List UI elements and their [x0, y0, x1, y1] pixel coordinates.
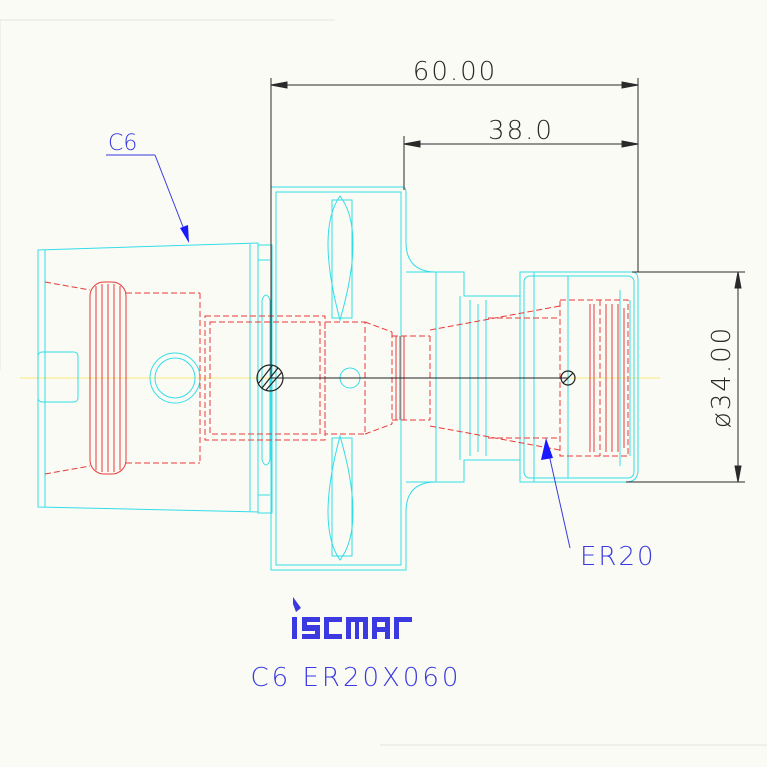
drive-slot-top	[327, 195, 354, 322]
dim-gauge-length: 38.0	[488, 116, 554, 146]
dim-diameter: ø34.00	[707, 326, 737, 428]
sheet-frame	[0, 19, 767, 746]
arrowhead-shank	[180, 225, 189, 243]
callout-shank-label: C6	[108, 131, 137, 156]
shank-end-slot	[37, 351, 79, 403]
part-designation: C6 ER20X060	[251, 663, 462, 693]
arrowhead-collet	[541, 438, 553, 460]
brand-logo	[292, 597, 412, 639]
dim-overall-length: 60.00	[413, 57, 497, 87]
callout-shank: C6	[106, 131, 189, 243]
dimension-lines	[270, 78, 745, 483]
drive-slot-bottom	[327, 434, 354, 561]
callout-collet: ER20	[541, 438, 656, 572]
callout-collet-label: ER20	[580, 542, 656, 572]
